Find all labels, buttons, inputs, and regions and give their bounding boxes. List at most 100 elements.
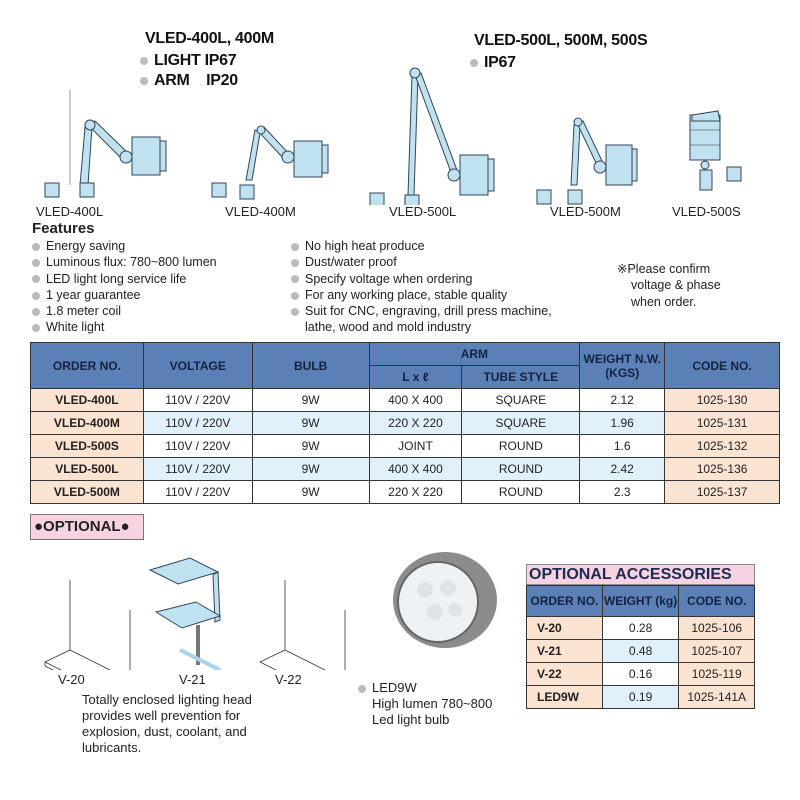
spec-table: ORDER NO. VOLTAGE BULB ARM WEIGHT N.W.(K… <box>30 342 780 504</box>
code-no-cell: 1025-137 <box>664 480 780 504</box>
bulb-cell: 9W <box>251 457 370 481</box>
feature-item: lathe, wood and mold industry <box>305 320 472 335</box>
code-no-cell: 1025-119 <box>678 662 755 686</box>
header-lxl: L x ℓ <box>368 365 463 389</box>
features-title: Features <box>32 220 95 237</box>
code-no-cell: 1025-107 <box>678 639 755 663</box>
led-bulb-info: LED9W High lumen 780~800 Led light bulb <box>358 680 492 728</box>
tube-style-cell: ROUND <box>461 457 581 481</box>
voltage-cell: 110V / 220V <box>142 434 253 458</box>
tube-style-cell: SQUARE <box>461 411 581 435</box>
feature-item: Specify voltage when ordering <box>291 271 552 287</box>
led-bulb-icon <box>393 552 497 648</box>
code-no-cell: 1025-141A <box>678 685 755 709</box>
feature-item: LED light long service life <box>32 271 217 287</box>
bulb-cell: 9W <box>251 434 370 458</box>
bracket-v21-drawing <box>148 557 222 670</box>
weight-cell: 1.96 <box>579 411 666 435</box>
code-no-cell: 1025-130 <box>664 388 780 412</box>
weight-cell: 0.16 <box>601 662 680 686</box>
model-caption: VLED-400M <box>225 204 296 219</box>
voltage-cell: 110V / 220V <box>142 480 253 504</box>
weight-cell: 1.6 <box>579 434 666 458</box>
bullet-icon <box>140 56 148 65</box>
arm-size-cell: 400 X 400 <box>368 388 463 412</box>
header-bulb: BULB <box>251 342 370 389</box>
order-no-cell: V-22 <box>526 662 603 686</box>
feature-item: 1 year guarantee <box>32 287 217 303</box>
features-left-list: Energy saving Luminous flux: 780~800 lum… <box>32 238 217 336</box>
feature-item: Luminous flux: 780~800 lumen <box>32 254 217 270</box>
bracket-caption: V-21 <box>179 672 206 687</box>
order-no-cell: VLED-500M <box>30 480 144 504</box>
bullet-icon <box>140 76 148 85</box>
bulb-cell: 9W <box>251 480 370 504</box>
lamp-400l-drawing <box>44 90 167 198</box>
acc-header-weight: WEIGHT (kg) <box>601 585 680 617</box>
weight-cell: 2.42 <box>579 457 666 481</box>
bulb-cell: 9W <box>251 411 370 435</box>
tube-style-cell: SQUARE <box>461 388 581 412</box>
voltage-cell: 110V / 220V <box>142 457 253 481</box>
acc-header-order: ORDER NO. <box>526 585 603 617</box>
feature-item: No high heat produce <box>291 238 552 254</box>
bracket-caption: V-22 <box>275 672 302 687</box>
bracket-drawings <box>44 552 497 670</box>
header-order: ORDER NO. <box>30 342 144 389</box>
order-note: ※Please confirm voltage & phase when ord… <box>617 262 721 309</box>
weight-cell: 2.12 <box>579 388 666 412</box>
features-middle-list: No high heat produce Dust/water proof Sp… <box>291 238 552 336</box>
tube-style-cell: ROUND <box>461 480 581 504</box>
weight-cell: 0.28 <box>601 616 680 640</box>
weight-cell: 0.48 <box>601 639 680 663</box>
feature-item: Dust/water proof <box>291 254 552 270</box>
spec-ip67: IP67 <box>470 54 516 72</box>
order-no-cell: VLED-500S <box>30 434 144 458</box>
header-tube: TUBE STYLE <box>461 365 581 389</box>
weight-cell: 0.19 <box>601 685 680 709</box>
tube-style-cell: ROUND <box>461 434 581 458</box>
order-no-cell: LED9W <box>526 685 603 709</box>
model-caption: VLED-400L <box>36 204 104 219</box>
arm-size-cell: 400 X 400 <box>368 457 463 481</box>
feature-item: Energy saving <box>32 238 217 254</box>
bracket-v22-drawing <box>259 580 346 670</box>
lamp-500s-drawing <box>689 110 742 191</box>
header-arm: ARM <box>368 342 581 366</box>
code-no-cell: 1025-136 <box>664 457 780 481</box>
weight-cell: 2.3 <box>579 480 666 504</box>
arm-size-cell: JOINT <box>368 434 463 458</box>
spec-light: LIGHT IP67 <box>140 52 237 70</box>
spec-arm: ARM IP20 <box>140 72 238 90</box>
feature-item: 1.8 meter coil <box>32 303 217 319</box>
code-no-cell: 1025-132 <box>664 434 780 458</box>
order-no-cell: V-20 <box>526 616 603 640</box>
lamp-drawings <box>44 67 742 205</box>
order-no-cell: VLED-400L <box>30 388 144 412</box>
bullet-icon <box>470 58 478 67</box>
code-no-cell: 1025-106 <box>678 616 755 640</box>
order-no-cell: V-21 <box>526 639 603 663</box>
voltage-cell: 110V / 220V <box>142 388 253 412</box>
model-caption: VLED-500M <box>550 204 621 219</box>
order-no-cell: VLED-400M <box>30 411 144 435</box>
acc-header-code: CODE NO. <box>678 585 755 617</box>
voltage-cell: 110V / 220V <box>142 411 253 435</box>
group1-title: VLED-400L, 400M <box>145 30 274 47</box>
accessories-title: OPTIONAL ACCESSORIES <box>526 564 755 585</box>
order-no-cell: VLED-500L <box>30 457 144 481</box>
model-caption: VLED-500L <box>389 204 457 219</box>
optional-title: ●OPTIONAL● <box>30 514 144 540</box>
group2-title: VLED-500L, 500M, 500S <box>474 32 648 49</box>
bulb-cell: 9W <box>251 388 370 412</box>
bracket-caption: V-20 <box>58 672 85 687</box>
